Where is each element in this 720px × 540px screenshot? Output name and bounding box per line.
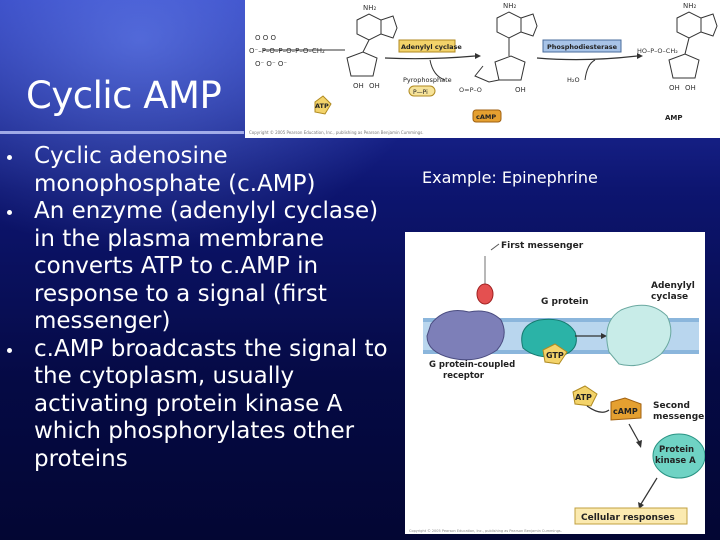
nh2-label: NH₂ — [363, 4, 377, 12]
bullet-list: Cyclic adenosine monophosphate (c.AMP) A… — [6, 143, 406, 473]
reaction-figure: NH₂ O⁻–P–O–P–O–P–O–CH₂ O O O O⁻ O⁻ O⁻ OH… — [245, 0, 720, 138]
svg-text:Cellular responses: Cellular responses — [581, 513, 675, 523]
atp-molecule — [263, 13, 398, 77]
adenylyl-cyclase-icon — [606, 304, 672, 367]
svg-text:cAMP: cAMP — [476, 113, 496, 121]
svg-text:HO–P–O–CH₂: HO–P–O–CH₂ — [637, 47, 678, 55]
svg-text:O⁻–P–O–P–O–P–O–CH₂: O⁻–P–O–P–O–P–O–CH₂ — [249, 47, 325, 55]
svg-text:Adenylyl cyclase: Adenylyl cyclase — [401, 43, 462, 51]
slide-title: Cyclic AMP — [26, 74, 222, 117]
svg-text:messenger: messenger — [653, 412, 705, 422]
amp-label: AMP — [665, 114, 683, 122]
phosphodiesterase-box — [542, 39, 622, 53]
title-divider — [0, 131, 244, 134]
protein-kinase-a-icon — [652, 433, 705, 479]
svg-text:receptor: receptor — [443, 371, 485, 381]
first-messenger-label: First messenger — [501, 241, 584, 251]
first-messenger-icon — [476, 256, 494, 305]
svg-text:ATP: ATP — [315, 102, 329, 110]
adenylyl-cyclase-box — [398, 39, 456, 53]
bullet-item: An enzyme (adenylyl cyclase) in the plas… — [6, 198, 406, 336]
atp-token-icon: ATP — [314, 95, 332, 115]
bullet-dot-icon — [7, 210, 12, 215]
gtp-token-icon: GTP — [542, 343, 568, 365]
svg-text:NH₂: NH₂ — [683, 2, 697, 10]
svg-text:Adenylyl: Adenylyl — [651, 281, 695, 291]
svg-text:Second: Second — [653, 401, 690, 411]
pathway-figure: First messenger G protein-coupled recept… — [405, 232, 705, 534]
g-protein-label: G protein — [541, 297, 588, 307]
camp-token-icon: cAMP — [472, 109, 502, 123]
oh-label: OH — [353, 82, 364, 90]
svg-text:Pyrophosphate: Pyrophosphate — [403, 76, 452, 84]
svg-text:cAMP: cAMP — [613, 407, 638, 416]
camp-token-icon: cAMP — [610, 397, 642, 421]
svg-text:GTP: GTP — [546, 351, 564, 360]
bullet-dot-icon — [7, 155, 12, 160]
svg-text:OH: OH — [669, 84, 680, 92]
svg-text:G protein-coupled: G protein-coupled — [429, 360, 515, 370]
svg-text:O⁻ O⁻ O⁻: O⁻ O⁻ O⁻ — [255, 60, 287, 68]
atp-token-icon: ATP — [572, 385, 598, 407]
arrow-1 — [384, 55, 476, 60]
example-label: Example: Epinephrine — [422, 168, 598, 187]
svg-text:O=P–O: O=P–O — [459, 86, 482, 94]
figure-copyright: Copyright © 2005 Pearson Education, Inc.… — [249, 130, 424, 135]
svg-text:O O O: O O O — [255, 34, 276, 42]
camp-molecule — [474, 11, 538, 83]
arrow-2 — [536, 55, 638, 61]
gpcr-icon — [426, 310, 505, 361]
svg-text:H₂O: H₂O — [567, 76, 580, 84]
svg-text:OH: OH — [515, 86, 526, 94]
svg-text:OH: OH — [685, 84, 696, 92]
svg-text:Phosphodiesterase: Phosphodiesterase — [547, 43, 618, 51]
svg-text:Protein: Protein — [659, 445, 694, 455]
amp-molecule — [668, 11, 718, 79]
bullet-item: Cyclic adenosine monophosphate (c.AMP) — [6, 143, 406, 198]
bullet-dot-icon — [7, 347, 12, 353]
svg-text:NH₂: NH₂ — [503, 2, 517, 10]
cellular-responses-box — [574, 507, 688, 525]
bullet-item: c.AMP broadcasts the signal to the cytop… — [6, 336, 406, 474]
pathway-copyright: Copyright © 2005 Pearson Education, Inc.… — [409, 529, 562, 533]
svg-text:cyclase: cyclase — [651, 292, 688, 302]
svg-text:ATP: ATP — [575, 393, 592, 402]
svg-text:kinase A: kinase A — [655, 456, 696, 466]
svg-text:OH: OH — [369, 82, 380, 90]
svg-text:P—Pi: P—Pi — [413, 89, 428, 96]
